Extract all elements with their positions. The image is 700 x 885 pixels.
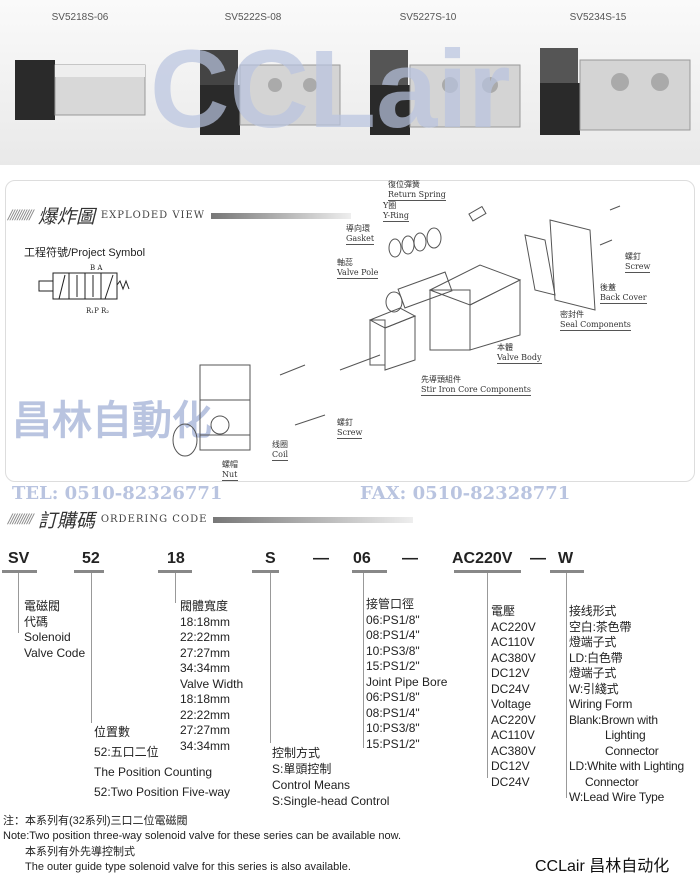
note-2-zh: 本系列有外先導控制式 xyxy=(25,846,135,858)
ring-parts xyxy=(388,227,442,258)
code-dash: — xyxy=(530,550,546,567)
valve-body-part xyxy=(428,264,522,351)
section-title-zh: 爆炸圖 xyxy=(37,206,95,228)
code-pipe: 06 xyxy=(353,550,371,567)
valve-photo-2 xyxy=(200,50,341,135)
stripes-decoration: ////////// xyxy=(8,512,34,527)
code-wiring: W xyxy=(558,550,574,567)
connector-line xyxy=(270,573,271,743)
valve-pole-part xyxy=(385,271,453,313)
symbol-ports-bottom: R₁P R₂ xyxy=(86,307,110,315)
connector-line xyxy=(363,573,364,748)
screws xyxy=(279,205,621,426)
watermark-tel: TEL: 0510-82326771 xyxy=(12,483,223,504)
code-series: 52 xyxy=(82,550,100,567)
pilot-part xyxy=(339,307,417,371)
code-underline xyxy=(454,570,521,573)
connector-line xyxy=(487,573,488,778)
back-cover-part xyxy=(549,219,596,311)
exploded-view-panel xyxy=(5,180,695,482)
watermark-fax: FAX: 0510-82328771 xyxy=(360,483,571,504)
header-bar xyxy=(211,212,352,219)
seal-part xyxy=(524,234,556,296)
code-dash: — xyxy=(402,550,418,567)
note-2-en: The outer guide type solenoid valve for … xyxy=(25,861,351,873)
coil-part xyxy=(199,364,251,451)
stripes-decoration: ////////// xyxy=(8,208,34,223)
footer-brand: CCLair 昌林自动化 xyxy=(535,858,670,875)
code-voltage: AC220V xyxy=(452,550,513,567)
watermark-brand-zh: 昌林自動化 xyxy=(12,399,212,443)
model-label: SV5227S-10 xyxy=(399,12,457,23)
model-label: SV5234S-15 xyxy=(569,12,627,23)
note-1-en: Note:Two position three-way solenoid val… xyxy=(3,830,402,842)
valve-photo-3 xyxy=(370,50,521,135)
code-underline xyxy=(352,570,387,573)
spring-part xyxy=(468,205,487,222)
code-underline xyxy=(252,570,279,573)
header-bar xyxy=(213,516,414,523)
note-1-zh: 注：本系列有(32系列)三口二位電磁閥 xyxy=(3,815,188,827)
code-underline xyxy=(74,570,104,573)
product-photos xyxy=(15,48,691,135)
section-title-en: EXPLODED VIEW xyxy=(100,210,206,221)
watermark-brand: CCLair xyxy=(150,28,511,151)
code-width: 18 xyxy=(167,550,185,567)
section-title-en: ORDERING CODE xyxy=(100,514,208,525)
code-dash: — xyxy=(313,550,329,567)
project-symbol-label: 工程符號/Project Symbol xyxy=(24,247,146,259)
exploded-view-header: ////////// 爆炸圖 EXPLODED VIEW xyxy=(8,202,352,229)
connector-line xyxy=(566,573,567,798)
valve-photo-4 xyxy=(540,48,691,135)
code-underline xyxy=(550,570,584,573)
model-label: SV5218S-06 xyxy=(51,12,109,23)
code-control: S xyxy=(265,550,276,567)
model-label: SV5222S-08 xyxy=(224,12,282,23)
ordering-code-header: ////////// 訂購碼 ORDERING CODE xyxy=(8,506,414,533)
exploded-drawing xyxy=(172,205,621,457)
symbol-ports-top: B A xyxy=(90,264,103,272)
connector-line xyxy=(175,573,176,603)
nut-part xyxy=(172,423,198,457)
section-title-zh: 訂購碼 xyxy=(37,510,95,532)
connector-line xyxy=(91,573,92,723)
project-symbol-diagram xyxy=(38,272,130,300)
valve-photo-1 xyxy=(15,60,146,120)
code-underline xyxy=(158,570,192,573)
code-underline xyxy=(2,570,37,573)
connector-line xyxy=(18,573,19,633)
code-sv: SV xyxy=(8,550,30,567)
